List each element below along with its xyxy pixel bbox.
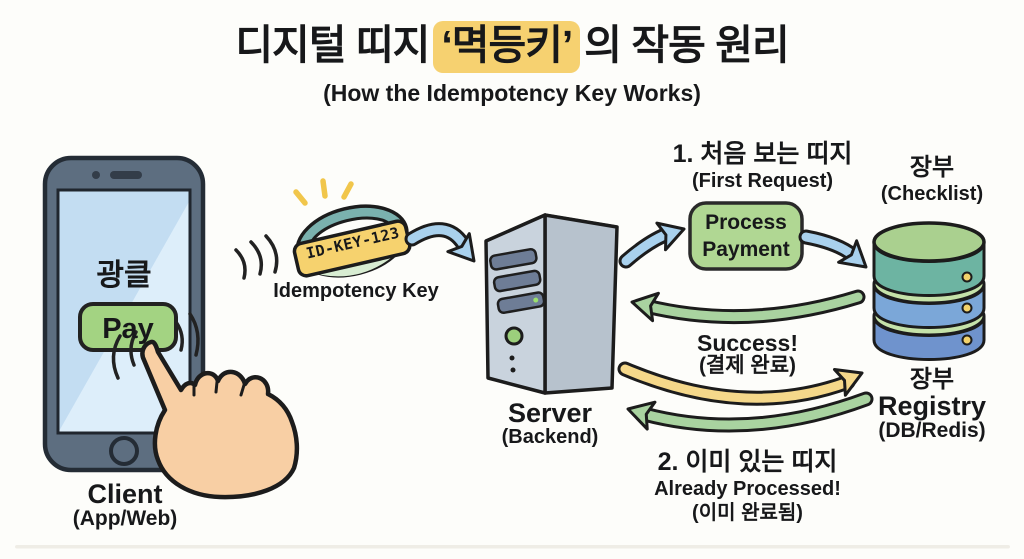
retry-arrow-icon: [617, 361, 864, 406]
server-sublabel: (Backend): [501, 426, 599, 448]
server-label: Server: [507, 398, 593, 428]
step2-subtitle: Already Processed!: [654, 478, 841, 500]
page-subtitle: (How the Idempotency Key Works): [323, 80, 701, 106]
ground-line: [15, 545, 1010, 549]
request-arrow-icon: [404, 222, 476, 263]
registry-bottom-name: Registry: [877, 391, 987, 421]
sparkle-icon: [293, 178, 354, 206]
registry-top-label: 장부: [909, 154, 955, 181]
registry-top-sublabel: (Checklist): [880, 183, 984, 205]
success-arrow-icon: [630, 289, 866, 325]
server-icon: [484, 213, 619, 395]
step2-title: 2. 이미 있는 띠지: [657, 448, 838, 476]
registry-bottom-sublabel: (DB/Redis): [878, 419, 986, 442]
database-icon: [872, 221, 986, 361]
registry-bottom-kr: 장부: [909, 366, 955, 393]
client-sublabel: (App/Web): [72, 507, 178, 530]
store-arrow-icon: [798, 229, 868, 269]
process-payment-label: Process Payment: [702, 211, 790, 262]
step2-note: (이미 완료됨): [692, 502, 803, 524]
success-sublabel: (결제 완료): [698, 354, 797, 377]
idempotency-key-label: Idempotency Key: [273, 280, 439, 302]
step1-subtitle: (First Request): [691, 170, 834, 192]
touch-ripple-icon: [111, 312, 200, 380]
success-label: Success!: [696, 330, 798, 356]
page-title: 디지털 띠지‘멱등키’의 작동 원리: [0, 21, 1024, 73]
cached-response-arrow-icon: [626, 391, 874, 433]
motion-lines-icon: [234, 234, 279, 280]
title-highlight: ‘멱등키’: [433, 21, 581, 73]
step1-title: 1. 처음 보는 띠지: [672, 140, 853, 168]
pay-button: [78, 302, 178, 352]
page-title-suffix: 의 작동 원리: [584, 22, 789, 68]
page-title-prefix: 디지털 띠지: [235, 22, 430, 68]
client-label: Client: [87, 479, 163, 509]
wristband-icon: [292, 204, 412, 278]
pay-button-label: Pay: [102, 313, 154, 345]
hand-icon: [140, 339, 300, 500]
phone-screen-text: 광클: [96, 259, 152, 292]
process-arrow-icon: [618, 221, 686, 269]
